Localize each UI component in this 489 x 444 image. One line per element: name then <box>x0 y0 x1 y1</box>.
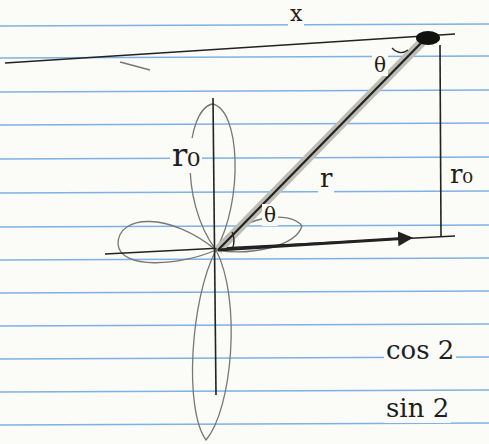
ruled-lines <box>0 24 489 425</box>
radius-line <box>218 40 424 250</box>
angle-label: θ <box>262 204 278 226</box>
rose-curve <box>118 62 302 440</box>
distance-label: r₀ <box>170 138 202 173</box>
point-dot <box>416 31 440 45</box>
angle-label: θ <box>372 54 388 76</box>
horizontal-axis <box>105 236 455 254</box>
distance-label: r₀ <box>448 160 475 189</box>
angle-arc <box>392 48 408 53</box>
radius-label: r <box>318 164 334 193</box>
note-text: sin 2 <box>384 394 451 423</box>
angle-arc <box>232 232 234 250</box>
variable-label: x <box>288 2 304 26</box>
right-vertical <box>440 45 441 236</box>
note-text: cos 2 <box>384 336 456 365</box>
unit-vector-arrow <box>218 238 410 250</box>
